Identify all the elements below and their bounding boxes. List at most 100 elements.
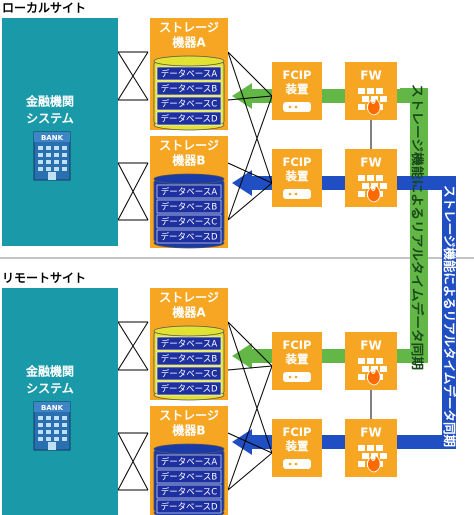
fw-label: FW (360, 156, 381, 170)
cylinder-top (153, 173, 225, 185)
bank-window (38, 160, 43, 164)
bank-window (46, 153, 51, 157)
link-line (227, 452, 273, 491)
link-line (117, 321, 149, 371)
database-row (156, 469, 222, 484)
bank-window (38, 437, 43, 441)
bank-window (46, 146, 51, 150)
flame-icon (367, 367, 381, 386)
link-line (227, 365, 273, 371)
database-row (156, 381, 222, 396)
bank-window (46, 167, 51, 171)
bank-window (54, 423, 59, 427)
bank-door (48, 172, 56, 180)
database-row (156, 96, 222, 111)
link-line (227, 51, 273, 184)
database-row (156, 366, 222, 381)
flame-icon (367, 184, 381, 203)
database-label: データベースB (161, 354, 218, 365)
bank-window (54, 160, 59, 164)
bank-window (62, 167, 67, 171)
bank-window (38, 153, 43, 157)
svg-text:ストレージ機能によるリアルタイムデータ同期: ストレージ機能によるリアルタイムデータ同期 (410, 84, 425, 370)
bank-icon: BANK (33, 401, 71, 451)
link-line (117, 432, 149, 491)
bank-window (46, 423, 51, 427)
database-label: データベースC (161, 369, 218, 380)
database-row (156, 351, 222, 366)
sync-label-blue: ストレージ機能によるリアルタイムデータ同期 (442, 185, 457, 447)
cylinder-top (153, 55, 225, 67)
database-row (156, 484, 222, 499)
flame-icon (367, 454, 381, 473)
svg-text:ストレージ機能によるリアルタイムデータ同期: ストレージ機能によるリアルタイムデータ同期 (442, 185, 457, 447)
database-label: データベースA (161, 339, 218, 350)
database-label: データベースD (160, 502, 218, 513)
flame-icon (367, 97, 381, 116)
database-label: データベースD (160, 384, 218, 395)
bank-window (62, 160, 67, 164)
link-line (117, 162, 149, 221)
bank-window (62, 153, 67, 157)
storage-title: ストレージ機器A (159, 20, 219, 49)
database-label: データベースA (161, 457, 218, 468)
link-line (227, 95, 273, 221)
database-label: データベースB (161, 202, 218, 213)
database-row (156, 454, 222, 469)
storage-title: ストレージ機器B (159, 138, 219, 167)
database-row (156, 111, 222, 126)
storage-title: ストレージ機器A (159, 290, 219, 319)
storage-title: ストレージ機器B (159, 408, 219, 437)
bank-icon: BANK (33, 131, 71, 181)
database-label: データベースB (161, 472, 218, 483)
bank-window (62, 416, 67, 420)
link-line (227, 51, 273, 97)
bank-window (38, 430, 43, 434)
storage-device-a: ストレージ機器A データベースA データベースB データベースC データベースD (150, 288, 228, 401)
storage-device-b: ストレージ機器B データベースA データベースB データベースC データベースD (150, 406, 228, 515)
database-label: データベースC (161, 217, 218, 228)
bank-door (48, 442, 56, 450)
fw-label: FW (360, 69, 381, 83)
firewall-device: FW (345, 419, 397, 477)
bank-window (54, 430, 59, 434)
bank-window (46, 437, 51, 441)
bank-window (62, 146, 67, 150)
firewall-device: FW (345, 332, 397, 390)
database-row (156, 199, 222, 214)
bank-window (54, 416, 59, 420)
site-0: ローカルサイト金融機関システムBANKストレージ機器AデータベースAデータベース… (2, 1, 397, 249)
bank-window (62, 437, 67, 441)
database-label: データベースC (161, 487, 218, 498)
database-row (156, 499, 222, 514)
bank-window (46, 160, 51, 164)
bank-label: BANK (41, 404, 64, 412)
connection-lines (117, 321, 374, 491)
bank-window (54, 437, 59, 441)
bank-window (46, 416, 51, 420)
bank-window (38, 146, 43, 150)
database-label: データベースA (161, 69, 218, 80)
cylinder-top (153, 325, 225, 337)
database-row (156, 336, 222, 351)
bank-window (62, 430, 67, 434)
site-title: ローカルサイト (2, 1, 86, 15)
firewall-device: FW (345, 62, 397, 120)
link-line (227, 321, 273, 454)
bank-window (38, 416, 43, 420)
financial-system-label: 金融機関システム (25, 363, 74, 395)
fw-label: FW (360, 426, 381, 440)
site-title: リモートサイト (2, 271, 86, 285)
link-line (117, 51, 149, 101)
